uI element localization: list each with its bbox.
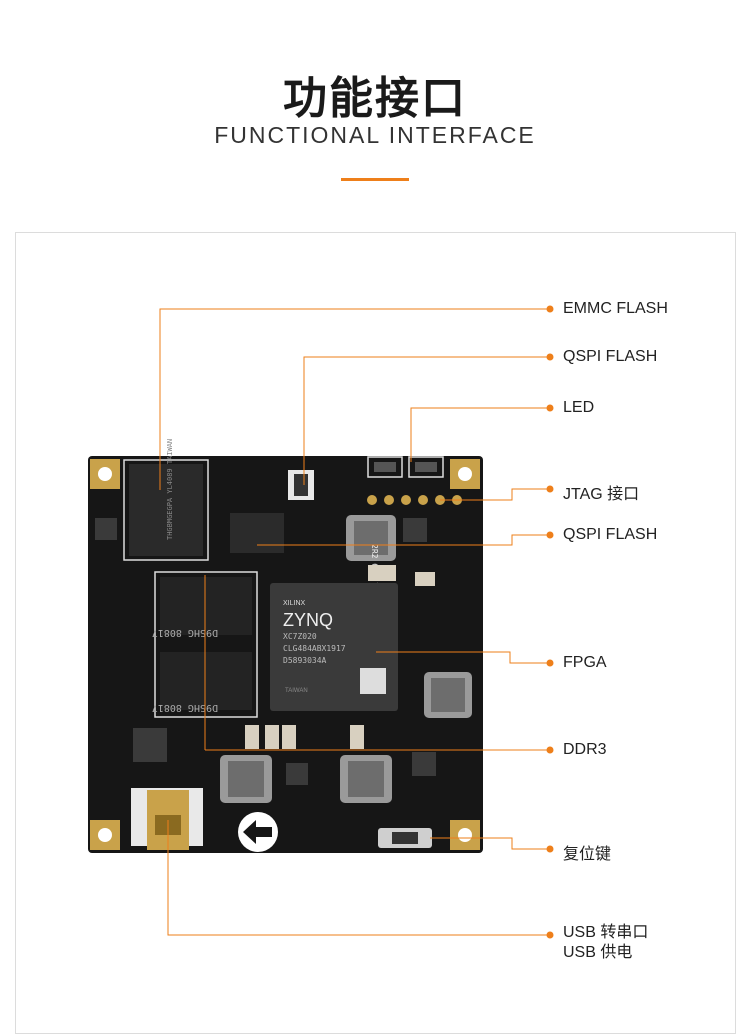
- callout-qspi-flash-1: QSPI FLASH: [563, 348, 658, 365]
- ddr-outline: [154, 571, 258, 718]
- page-subtitle: FUNCTIONAL INTERFACE: [214, 122, 536, 148]
- emmc-chip-text: THGBMGEGPA YL4089 TAIWAN: [166, 439, 174, 540]
- fpga-qr: [360, 668, 386, 694]
- fpga-package: CLG484ABX1917: [283, 644, 346, 653]
- qspi-chip: [230, 513, 284, 553]
- callout-qspi-flash-2: QSPI FLASH: [563, 526, 658, 543]
- callout-usb-serial: USB 转串口: [563, 924, 649, 941]
- led-1: [367, 456, 403, 478]
- callout-reset: 复位键: [563, 846, 612, 863]
- callout-ddr3: DDR3: [563, 741, 607, 758]
- callout-emmc-flash: EMMC FLASH: [563, 300, 668, 317]
- mounting-holes: [90, 459, 480, 850]
- ddr-chip-top: [160, 577, 252, 635]
- callout-led: LED: [563, 399, 595, 416]
- ddr-chip-top-text: D9SHG 80817: [152, 627, 218, 638]
- ddr-chip-bottom: [160, 652, 252, 710]
- fpga-origin: TAIWAN: [285, 688, 308, 694]
- fpga-logo: ZYNQ: [283, 610, 333, 630]
- title-underline: [341, 178, 409, 181]
- emmc-chip: [129, 464, 203, 556]
- ddr-chip-bottom-text: D9SHG 80817: [152, 702, 218, 713]
- fpga-part: XC7Z020: [283, 632, 317, 641]
- callout-jtag: JTAG 接口: [563, 486, 640, 503]
- led-2: [408, 456, 444, 478]
- page-title: 功能接口: [283, 73, 467, 124]
- fpga-brand: XILINX: [283, 600, 306, 607]
- emmc-chip-outline: [123, 459, 209, 561]
- fpga-lot: D5893034A: [283, 656, 327, 665]
- callout-fpga: FPGA: [563, 654, 607, 671]
- callout-usb-power: USB 供电: [563, 944, 633, 961]
